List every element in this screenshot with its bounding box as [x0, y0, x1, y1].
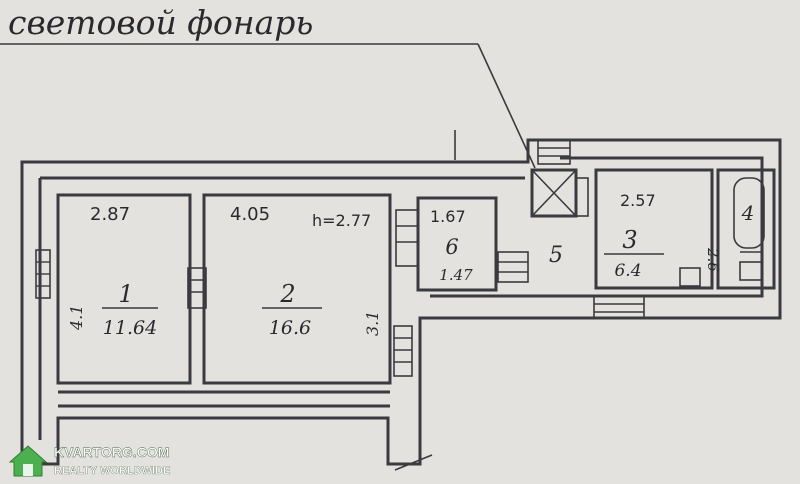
door-between-rooms: [187, 267, 207, 309]
room-1-outline: [56, 193, 192, 385]
stove-symbol: [679, 267, 701, 287]
room-1-side-dim: 4.1: [67, 305, 86, 331]
ceiling-height: h=2.77: [312, 211, 371, 230]
room-3-width: 2.57: [620, 191, 656, 210]
room-2-side-dim: 3.1: [363, 311, 382, 336]
window-top-stair: [537, 139, 571, 165]
kitchen-side-dim: 2.6: [704, 247, 722, 272]
sink-symbol: [739, 261, 763, 281]
room-5-number: 5: [549, 243, 563, 268]
skylight-symbol: [530, 168, 589, 218]
room-4-outline: [716, 168, 776, 290]
break-mark: [394, 454, 433, 471]
leader-line: [477, 43, 536, 169]
room-2-number: 2: [279, 280, 295, 308]
outer-wall: [20, 138, 782, 466]
door-hall: [395, 209, 419, 267]
room-4-number: 4: [741, 201, 755, 225]
skylight-label: световой фонарь: [8, 3, 313, 42]
window-left: [35, 249, 51, 299]
window-bottom: [593, 295, 645, 319]
room-2-width: 4.05: [230, 204, 270, 225]
room-3-number: 3: [622, 226, 637, 254]
room-3-area: 6.4: [614, 261, 641, 281]
room-2-area: 16.6: [269, 317, 311, 339]
room-1-number: 1: [118, 280, 133, 308]
room-6-area: 1.47: [439, 266, 473, 284]
room-6-number: 6: [445, 235, 458, 259]
room-6-width: 1.67: [430, 207, 466, 226]
bathtub-symbol: [733, 177, 765, 253]
watermark-brand: KVARTORG.COM: [54, 444, 169, 460]
watermark-graphic: KVARTORG.COM REALTY WORLDWIDE: [8, 444, 170, 477]
watermark-tagline: REALTY WORLDWIDE: [54, 465, 170, 477]
house-door-icon: [23, 464, 33, 476]
room-1-width: 2.87: [90, 204, 130, 225]
window-corridor: [393, 325, 413, 377]
watermark: KVARTORG.COM REALTY WORLDWIDE: [6, 440, 188, 480]
room-3-outline: [594, 168, 714, 290]
door-entry: [497, 251, 529, 283]
room-1-area: 11.64: [103, 317, 157, 339]
house-icon: [8, 445, 48, 477]
room-2-outline: [202, 193, 392, 385]
